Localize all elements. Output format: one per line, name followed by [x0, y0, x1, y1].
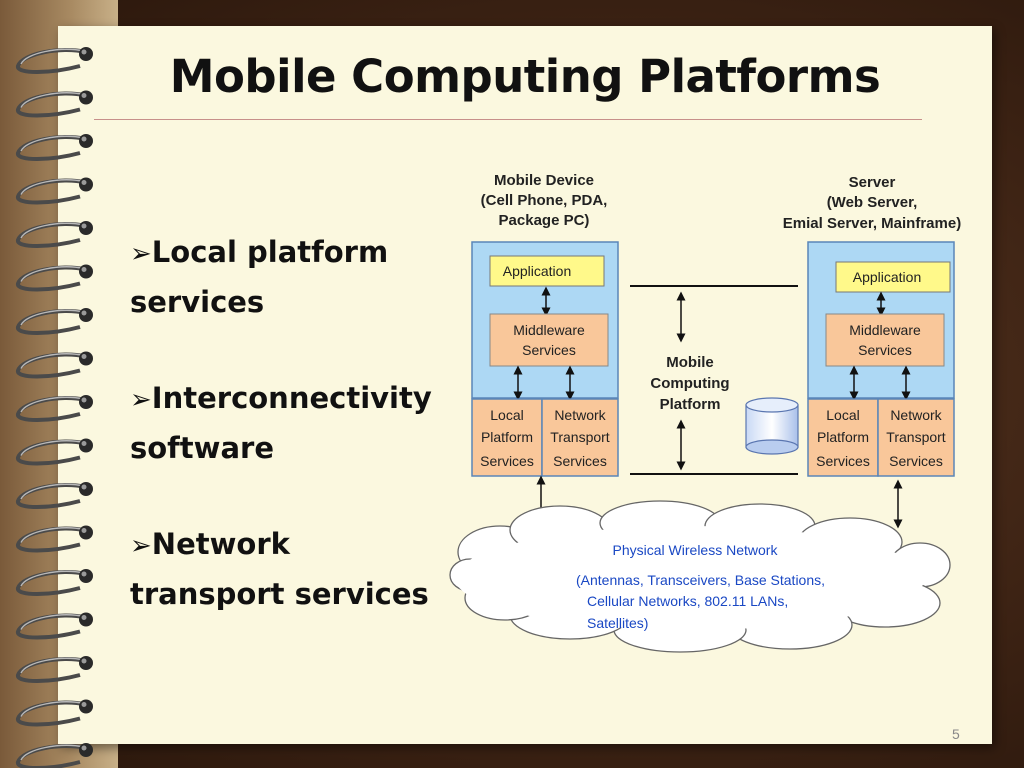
binding-ring — [16, 47, 93, 74]
mobile-device-block: Application Middleware Services Local Pl… — [471, 241, 619, 477]
server-middleware-label: Services — [858, 342, 912, 358]
binding-ring — [16, 134, 93, 161]
bullet-text-continued: software — [130, 431, 274, 465]
arrow-bullet-icon: ➢ — [130, 239, 152, 269]
platform-label-line: Platform — [660, 396, 721, 413]
server-network-services-box — [877, 398, 955, 477]
binding-ring — [16, 308, 93, 335]
spiral-binding — [16, 47, 93, 768]
server-middleware-box — [825, 313, 945, 367]
binding-ring — [16, 351, 93, 379]
server-application-box — [835, 261, 951, 293]
server-block: Application Middleware Services Local Pl… — [807, 241, 955, 477]
server-caption-line: (Web Server, — [827, 194, 918, 211]
binding-ring — [16, 612, 93, 640]
server-local-label: Local — [826, 407, 859, 423]
mobile-device-caption: Mobile Device (Cell Phone, PDA, Package … — [481, 172, 608, 229]
server-network-label: Services — [889, 453, 943, 469]
binding-ring — [16, 221, 93, 248]
server-application-label: Application — [853, 269, 922, 285]
title-divider — [94, 119, 922, 120]
mobile-local-label: Local — [490, 407, 523, 423]
binding-ring — [16, 438, 93, 466]
mobile-application-label: Application — [503, 263, 572, 279]
binding-ring — [16, 699, 93, 727]
mobile-local-services-box — [471, 398, 543, 477]
bullet-text-continued: transport services — [130, 577, 429, 611]
bullet-item-local-platform: ➢Local platform services — [130, 228, 450, 326]
bullet-text: Interconnectivity — [151, 381, 432, 415]
mobile-caption-line: Mobile Device — [494, 172, 594, 189]
mobile-network-label: Transport — [550, 429, 610, 445]
arrow-bullet-icon: ➢ — [130, 385, 152, 415]
bullet-item-network-transport: ➢Network transport services — [130, 520, 450, 618]
mobile-caption-line: Package PC) — [499, 212, 590, 229]
binding-ring — [16, 482, 93, 509]
bullet-text: Network — [151, 527, 290, 561]
mobile-network-label: Services — [553, 453, 607, 469]
cloud-detail-line: Cellular Networks, 802.11 LANs, — [587, 593, 788, 609]
bullet-item-interconnectivity: ➢Interconnectivity software — [130, 374, 450, 472]
mobile-middleware-label: Services — [522, 342, 576, 358]
binding-ring — [16, 656, 93, 683]
binding-ring — [16, 743, 93, 768]
mobile-network-services-box — [541, 398, 619, 477]
platform-label-line: Mobile — [666, 354, 714, 371]
binding-ring — [16, 395, 93, 422]
page-number: 5 — [952, 726, 960, 742]
bullet-text-continued: services — [130, 285, 265, 319]
mobile-local-label: Platform — [481, 429, 533, 445]
mobile-local-label: Services — [480, 453, 534, 469]
server-local-services-box — [807, 398, 879, 477]
arrow-bullet-icon: ➢ — [130, 531, 152, 561]
bullet-list: ➢Local platform services ➢Interconnectiv… — [130, 228, 450, 666]
cloud-title: Physical Wireless Network — [613, 542, 779, 558]
binding-ring — [16, 177, 93, 205]
platform-label: Mobile Computing Platform — [650, 354, 729, 413]
server-middleware-label: Middleware — [849, 322, 921, 338]
platform-label-line: Computing — [650, 375, 729, 392]
server-local-label: Services — [816, 453, 870, 469]
wireless-network-cloud: Physical Wireless Network (Antennas, Tra… — [449, 500, 951, 653]
cloud-detail-line: (Antennas, Transceivers, Base Stations, — [576, 572, 825, 588]
server-caption-line: Emial Server, Mainframe) — [783, 215, 961, 232]
server-network-label: Transport — [886, 429, 946, 445]
server-caption: Server (Web Server, Emial Server, Mainfr… — [783, 174, 961, 232]
bullet-text: Local platform — [151, 235, 389, 269]
server-caption-line: Server — [849, 174, 896, 191]
binding-ring — [16, 90, 93, 118]
database-icon — [745, 397, 799, 455]
mobile-application-box — [489, 255, 605, 287]
mobile-middleware-box — [489, 313, 609, 367]
mobile-network-label: Network — [554, 407, 606, 423]
server-network-label: Network — [890, 407, 942, 423]
server-local-label: Platform — [817, 429, 869, 445]
cloud-detail-line: Satellites) — [587, 615, 648, 631]
mobile-caption-line: (Cell Phone, PDA, — [481, 192, 608, 209]
binding-ring — [16, 569, 93, 596]
binding-ring — [16, 264, 93, 292]
slide-title: Mobile Computing Platforms — [169, 50, 881, 103]
mobile-middleware-label: Middleware — [513, 322, 585, 338]
binding-ring — [16, 525, 93, 553]
